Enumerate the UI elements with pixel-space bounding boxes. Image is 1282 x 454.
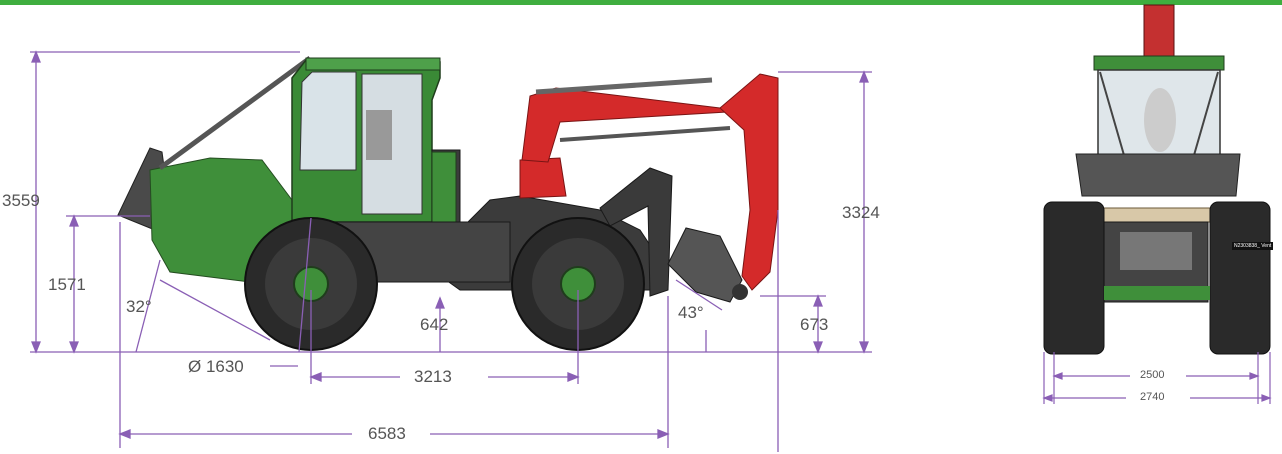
fuel-tank [431,151,457,229]
dim-rear-angle: 43° [678,303,704,322]
skidder-side-view [117,55,779,351]
dim-wheelbase: 3213 [414,367,452,386]
hydraulic-cylinder [535,77,713,95]
dim-track-width: 2500 [1140,369,1165,381]
dim-overall-length: 6583 [368,424,406,443]
seat [366,110,392,160]
side-dimension-lines [30,50,872,452]
front-left-tire [1043,201,1105,355]
front-dimension-lines [1042,352,1272,404]
front-view-tag: N2303838_ Vent [1232,242,1274,250]
guard-bar [158,55,312,171]
grapple [667,227,743,303]
front-cab-roof [1093,55,1225,71]
hydraulic-cylinder-2 [559,126,731,142]
dim-crane-height: 3324 [842,203,880,222]
dim-ground-clearance: 642 [420,315,449,334]
crane-outer-boom [719,73,779,291]
top-accent-bar [0,0,1282,5]
dim-blade-angle: 32° [126,297,152,316]
crane-main-boom [521,87,761,163]
dim-overall-width: 2740 [1140,391,1165,403]
grapple-rotator [732,284,748,300]
front-wheel [244,217,378,351]
crane-column [519,157,567,199]
front-blade-top [1075,153,1241,197]
dim-overall-height: 3559 [2,191,40,210]
skidder-front-view [1043,4,1271,355]
cab-window [299,71,357,171]
rear-arch [599,167,673,297]
front-axle [1104,286,1210,300]
operator-silhouette [1144,88,1176,152]
rear-wheel [511,217,645,351]
cab-roof [305,57,441,71]
front-crane-top [1143,4,1175,58]
dim-tire-diameter: Ø 1630 [188,357,244,376]
dim-rear-clearance: 673 [800,315,829,334]
front-right-tire [1209,201,1271,355]
front-grille [1120,232,1192,270]
dim-blade-height: 1571 [48,275,86,294]
